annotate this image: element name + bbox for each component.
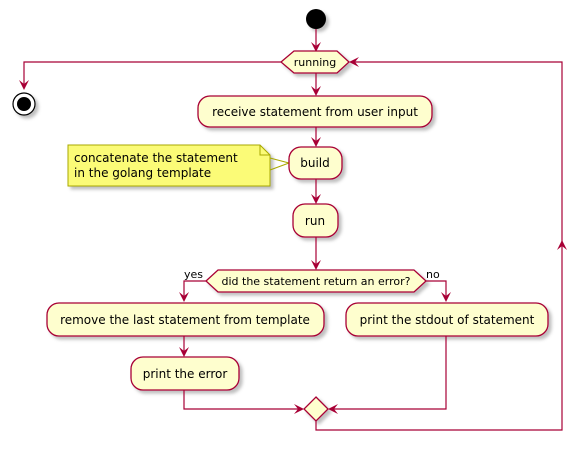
step-receive-statement: receive statement from user input xyxy=(197,95,433,128)
step-print-stdout-label: print the stdout of statement xyxy=(360,313,535,327)
branch-no-label: no xyxy=(426,268,440,281)
step-print-error-label: print the error xyxy=(143,367,228,381)
step-remove-label: remove the last statement from template xyxy=(60,313,310,327)
step-receive-label: receive statement from user input xyxy=(212,105,418,119)
note-line-2: in the golang template xyxy=(74,166,211,180)
step-print-stdout: print the stdout of statement xyxy=(345,302,549,337)
step-build-label: build xyxy=(300,156,330,170)
end-node xyxy=(12,92,36,116)
branch-yes-label: yes xyxy=(184,268,203,281)
step-remove-statement: remove the last statement from template xyxy=(46,302,325,337)
loop-condition: running xyxy=(279,50,350,74)
step-build: build xyxy=(288,146,343,180)
start-node xyxy=(306,9,326,29)
step-run: run xyxy=(292,203,339,238)
note-build: concatenate the statement in the golang … xyxy=(67,144,290,187)
loop-condition-label: running xyxy=(294,56,336,69)
decision-error: did the statement return an error? xyxy=(205,269,427,293)
step-run-label: run xyxy=(305,214,325,228)
merge-diamond xyxy=(303,396,329,422)
step-print-error: print the error xyxy=(130,356,240,391)
note-line-1: concatenate the statement xyxy=(74,151,238,165)
decision-question: did the statement return an error? xyxy=(221,275,410,288)
